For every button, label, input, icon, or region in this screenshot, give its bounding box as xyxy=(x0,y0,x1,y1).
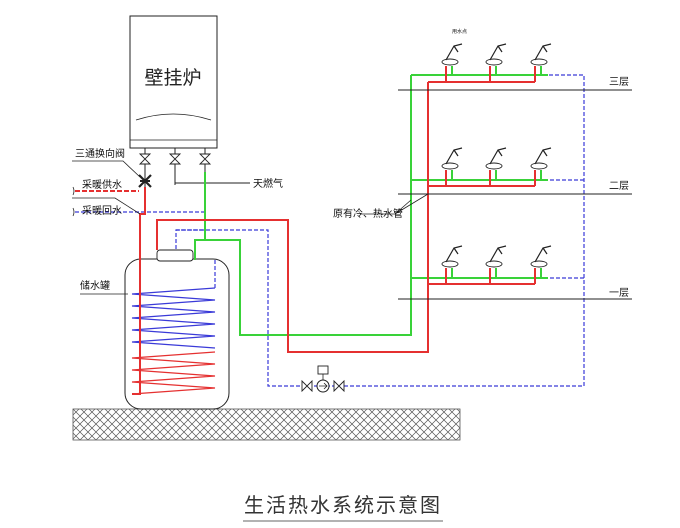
diagram-title: 生活热水系统示意图 xyxy=(244,493,442,517)
three-way-valve-label: 三通换向阀 xyxy=(75,147,125,160)
floor-label-3: 三层 xyxy=(609,76,629,88)
faucet-icon xyxy=(441,43,463,82)
faucets xyxy=(441,43,552,284)
ground-hatch xyxy=(72,408,461,441)
heating-return-label: 采暖回水 xyxy=(82,204,122,217)
faucet-icon xyxy=(530,43,552,82)
storage-tank-label: 储水罐 xyxy=(80,279,110,292)
storage-tank xyxy=(124,249,230,410)
circulation-pump-icon xyxy=(301,365,345,393)
faucet-icon xyxy=(530,245,552,284)
wall-boiler: 壁挂炉 xyxy=(129,15,218,149)
boiler-label: 壁挂炉 xyxy=(144,67,201,89)
valve-icon xyxy=(138,153,212,165)
floor-label-1: 一层 xyxy=(609,287,629,299)
faucet-icon xyxy=(485,245,507,284)
floor-label-2: 二层 xyxy=(609,180,629,192)
faucet-label: 用水点 xyxy=(452,28,467,35)
faucet-icon xyxy=(441,245,463,284)
faucet-icon xyxy=(485,43,507,82)
three-way-valve-icon xyxy=(138,174,152,188)
faucet-icon xyxy=(485,147,507,186)
faucet-icon xyxy=(441,147,463,186)
heating-supply-label: 采暖供水 xyxy=(82,178,122,191)
gas-label: 天燃气 xyxy=(253,177,283,190)
faucet-icon xyxy=(530,147,552,186)
pipes-label: 原有冷、热水管 xyxy=(333,207,403,220)
